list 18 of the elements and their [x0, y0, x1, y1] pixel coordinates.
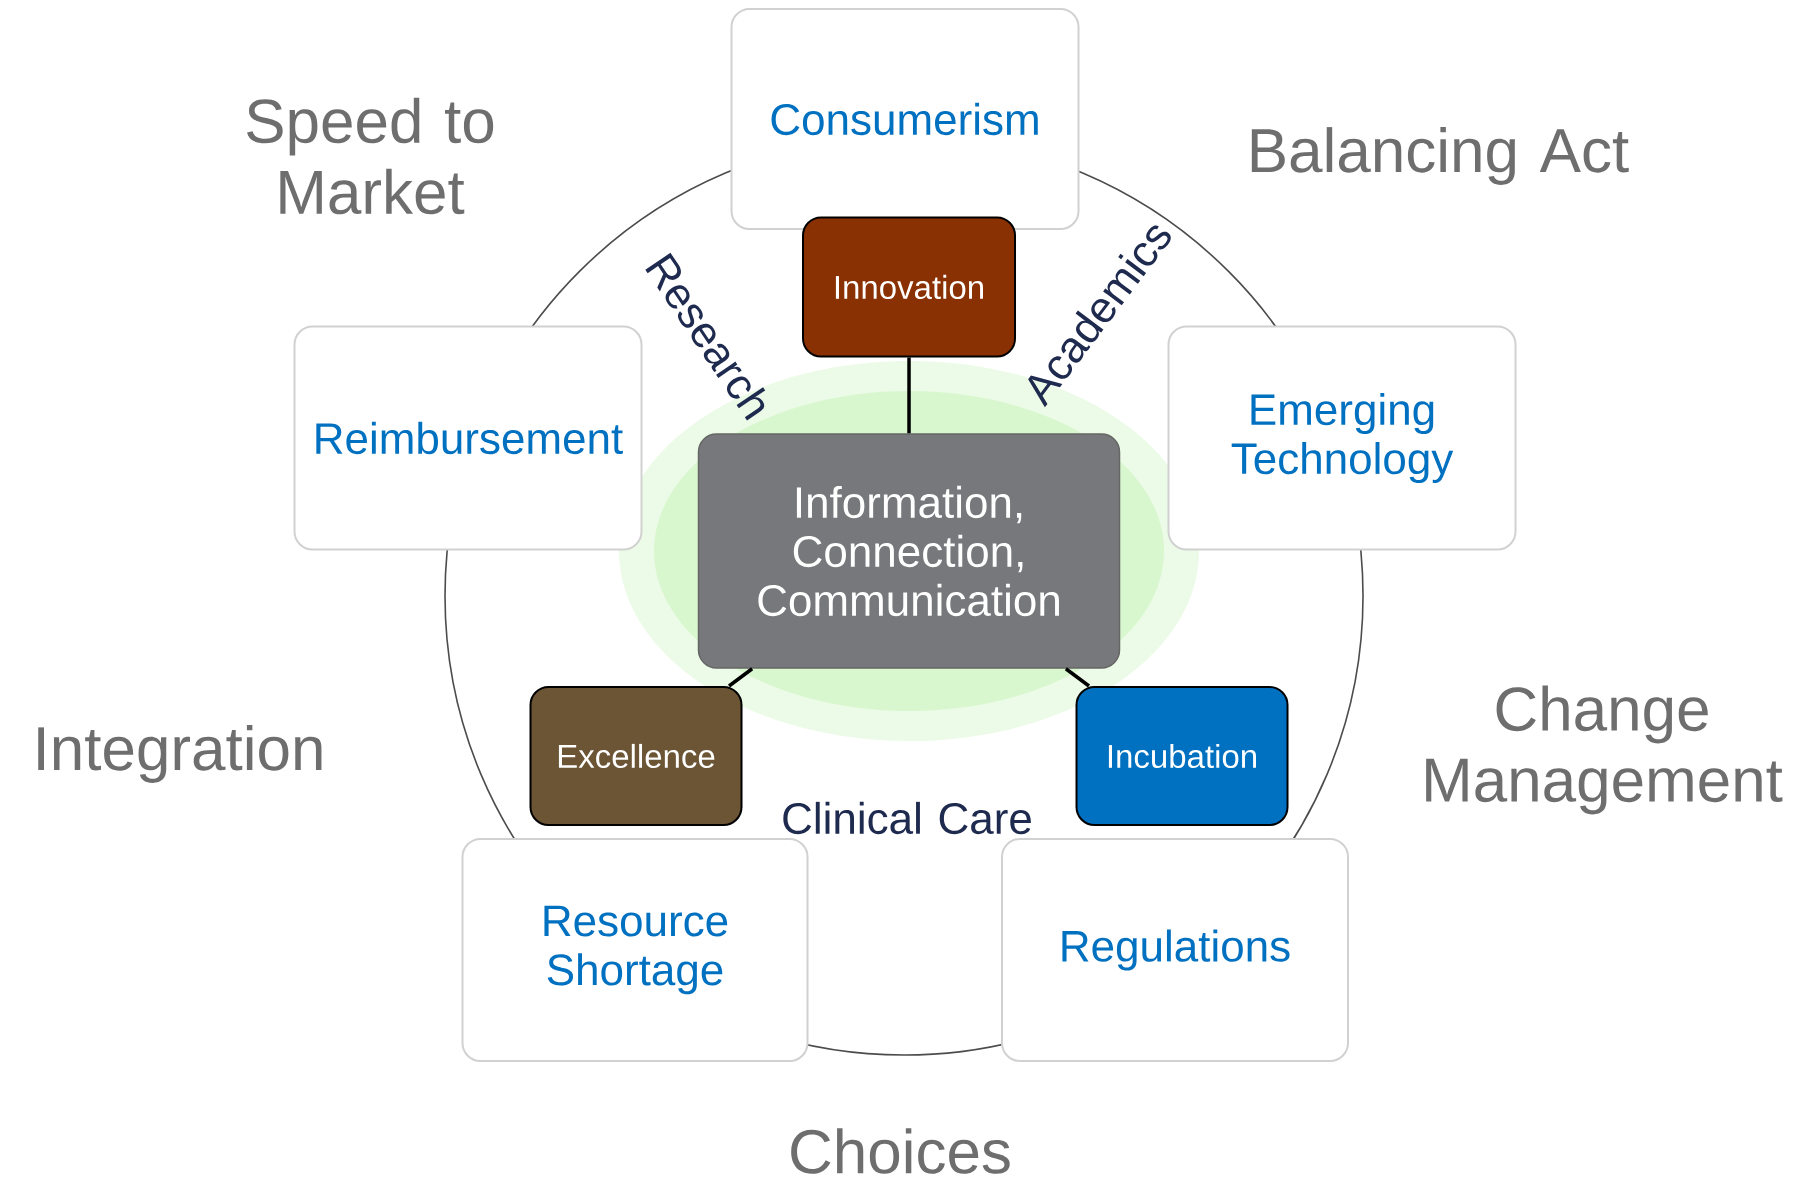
excellence-box: Excellence [529, 686, 743, 826]
connector-line [728, 667, 754, 688]
innovation-box: Innovation [802, 216, 1016, 358]
outer-box: Resource Shortage [461, 838, 809, 1062]
outer-box: Regulations [1001, 838, 1349, 1062]
incubation-box: Incubation [1075, 686, 1289, 826]
section-label: Change Management [1426, 685, 1783, 815]
outer-box: Reimbursement [293, 325, 643, 551]
outer-box: Emerging Technology [1167, 325, 1517, 551]
section-label: Choices [791, 1128, 1010, 1174]
section-label: Balancing Act [1251, 127, 1629, 185]
section-label: Integration [38, 725, 322, 783]
section-label: Speed to Market [247, 97, 494, 215]
connector-line [907, 357, 911, 434]
connector-line [1064, 667, 1091, 688]
outer-box: Consumerism [730, 8, 1080, 230]
center-box: Information, Connection, Communication [697, 433, 1121, 669]
area-label: Clinical Care [783, 801, 1031, 835]
